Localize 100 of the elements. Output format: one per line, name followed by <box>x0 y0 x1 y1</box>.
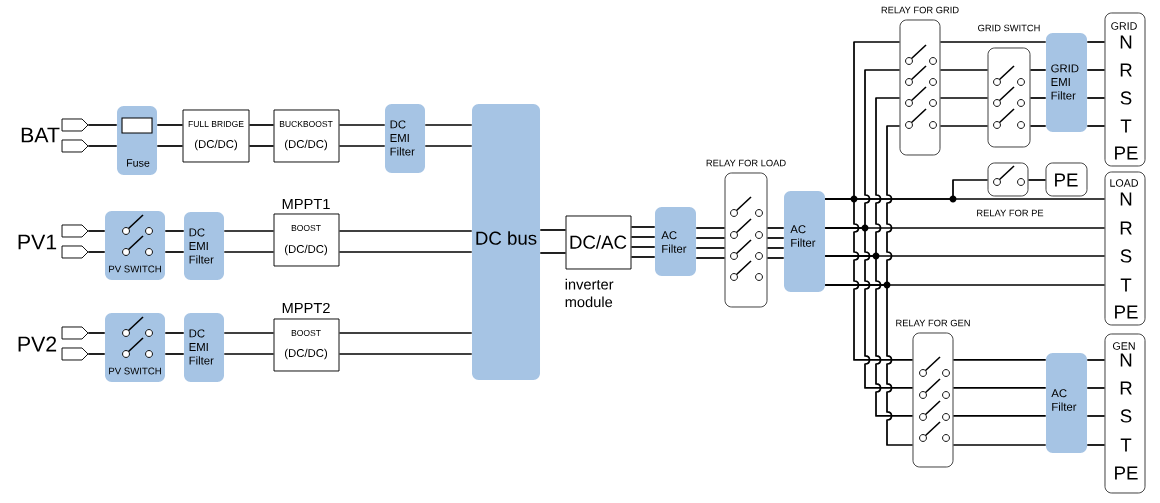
wire <box>248 145 275 147</box>
wire <box>630 226 656 228</box>
switch-block: PV SWITCH <box>105 211 165 280</box>
bus-block: DC bus <box>472 104 540 380</box>
wire <box>1027 179 1047 181</box>
wire <box>87 145 118 147</box>
wire <box>87 353 106 355</box>
terminal-block: GEN N R S T PE <box>1104 333 1146 494</box>
filter-block: AC Filter <box>655 207 696 276</box>
wire <box>695 257 726 259</box>
wire <box>223 332 275 334</box>
wire <box>939 125 989 127</box>
terminal-label: PV2 <box>18 336 57 352</box>
wire <box>952 387 1047 389</box>
wire <box>630 236 656 238</box>
relay-box: RELAY FOR LOAD <box>706 159 786 308</box>
terminal-label: BAT <box>21 127 60 143</box>
wire <box>952 444 1047 446</box>
wire <box>338 251 473 253</box>
wire <box>424 124 473 126</box>
wire <box>87 332 106 334</box>
wire <box>952 415 1047 417</box>
module-label: inverter module <box>565 278 614 308</box>
wire <box>695 227 726 229</box>
filter-block: AC Filter <box>1046 353 1087 453</box>
wire <box>223 230 275 232</box>
wire <box>1086 415 1106 417</box>
node-label: RELAY FOR GEN <box>896 319 970 327</box>
wire <box>1086 125 1106 127</box>
plug-connector <box>61 326 89 340</box>
fuse-block: Fuse <box>117 106 157 175</box>
wire <box>1086 387 1106 389</box>
wire <box>223 353 275 355</box>
wire <box>338 145 386 147</box>
wire <box>1086 359 1106 361</box>
converter-box: MPPT2 BOOST (DC/DC) <box>273 302 340 372</box>
wire <box>952 359 1047 361</box>
filter-block: GRID EMI Filter <box>1046 33 1087 132</box>
relay-box: RELAY FOR GRID <box>881 6 959 156</box>
wire <box>164 251 185 253</box>
filter-block: DC EMI Filter <box>385 104 425 173</box>
wire <box>766 227 785 229</box>
wire <box>338 332 473 334</box>
wire <box>539 252 567 254</box>
converter-box: BUCKBOOST (DC/DC) <box>273 109 340 163</box>
wire <box>695 247 726 249</box>
wire <box>156 145 184 147</box>
wire <box>1086 444 1106 446</box>
converter-box: FULL BRIDGE (DC/DC) <box>182 109 250 163</box>
wire <box>87 124 118 126</box>
wire <box>939 69 989 71</box>
wire <box>87 230 106 232</box>
node-label: MPPT2 <box>282 302 330 314</box>
wire <box>223 251 275 253</box>
filter-block: DC EMI Filter <box>184 212 224 280</box>
wire <box>156 124 184 126</box>
switch-box: GRID SWITCH <box>978 24 1040 148</box>
wire <box>630 246 656 248</box>
plug-connector <box>61 347 89 361</box>
wire <box>424 145 473 147</box>
wire <box>338 230 473 232</box>
wire <box>1086 41 1106 43</box>
node-label: RELAY FOR GRID <box>881 6 959 14</box>
node-label: MPPT1 <box>282 198 330 210</box>
plug-connector <box>61 139 89 153</box>
wire <box>630 256 656 258</box>
wire <box>939 97 989 99</box>
inverter-box: DC/AC <box>565 215 632 270</box>
wire <box>1029 125 1047 127</box>
plug-connector <box>61 118 89 132</box>
wire <box>766 237 785 239</box>
plug-connector <box>61 224 89 238</box>
wire <box>164 230 185 232</box>
converter-box: MPPT1 BOOST (DC/DC) <box>273 198 340 267</box>
node-label: RELAY FOR LOAD <box>706 159 786 167</box>
wire <box>766 257 785 259</box>
wire <box>1029 69 1047 71</box>
wire <box>1029 97 1047 99</box>
wire <box>824 255 914 417</box>
filter-block: AC Filter <box>784 191 825 292</box>
wire <box>539 229 567 231</box>
earth-box: PE <box>1045 162 1088 197</box>
wire <box>164 332 185 334</box>
wire <box>824 179 989 200</box>
wire <box>338 124 386 126</box>
relay-box: RELAY FOR PE <box>977 162 1044 217</box>
wire <box>1086 97 1106 99</box>
node-label: RELAY FOR PE <box>977 209 1044 217</box>
wire <box>338 353 473 355</box>
wire <box>248 124 275 126</box>
wire <box>766 247 785 249</box>
wire <box>1086 69 1106 71</box>
node-label: GRID SWITCH <box>978 24 1040 32</box>
wire <box>695 237 726 239</box>
wire <box>824 227 914 389</box>
filter-block: DC EMI Filter <box>184 313 224 382</box>
wire <box>939 41 1047 43</box>
terminal-block: GRID N R S T PE <box>1104 12 1146 167</box>
switch-block: PV SWITCH <box>105 313 165 382</box>
plug-connector <box>61 245 89 259</box>
